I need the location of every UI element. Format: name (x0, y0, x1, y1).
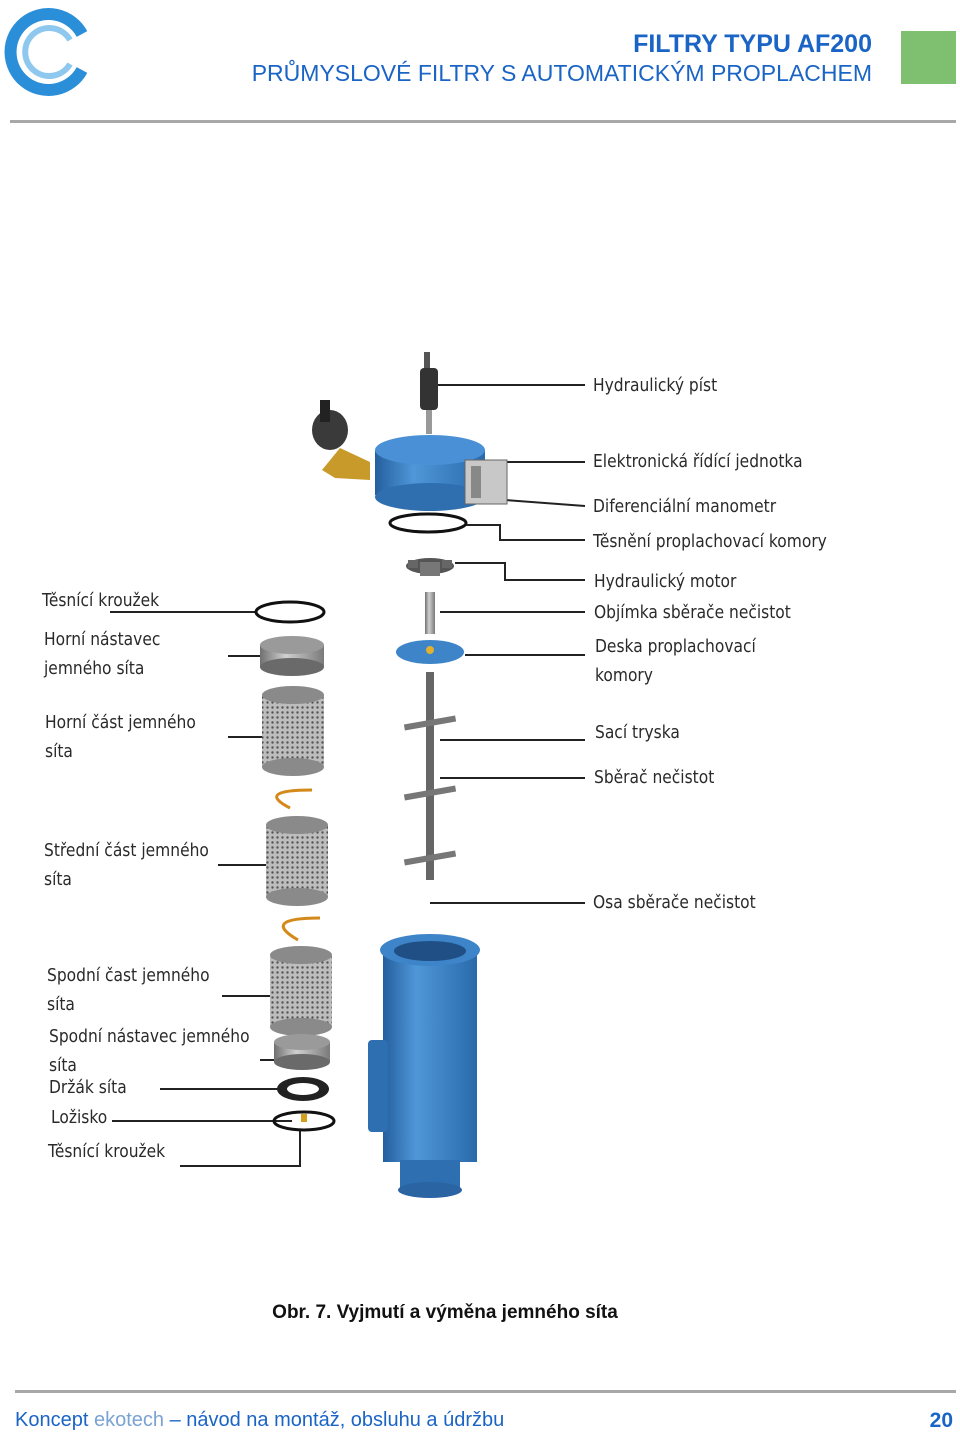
label-collector-axis: Osa sběrače nečistot (593, 892, 756, 913)
page-number: 20 (929, 1409, 953, 1432)
label-lower-screen: Spodní čast jemného (47, 965, 210, 986)
company-logo (4, 8, 88, 96)
top-screen-adapter-part (260, 636, 324, 676)
label-dirt-collector: Sběrač nečistot (594, 767, 715, 788)
label-middle-screen: Střední část jemného (44, 840, 209, 861)
flushing-plate-part (396, 640, 464, 664)
footer-text: Koncept ekotech – návod na montáž, obslu… (15, 1409, 504, 1432)
filter-housing-part (368, 934, 480, 1198)
label-hydraulic-piston: Hydraulický píst (593, 375, 718, 396)
label-top-adapter-line2: jemného síta (44, 658, 145, 679)
label-control-unit: Elektronická řídící jednotka (593, 451, 803, 472)
label-screen-holder: Držák síta (49, 1077, 127, 1098)
top-cover-part (312, 400, 508, 511)
label-flushing-plate: Deska proplachovací (595, 636, 756, 657)
flush-chamber-seal-part (388, 512, 468, 534)
lower-screen-part (270, 946, 332, 1036)
rotate-arrow-1 (275, 788, 313, 810)
label-lower-screen-line2: síta (47, 994, 75, 1015)
dirt-collector-part (403, 672, 457, 880)
filter-exploded-diagram (110, 352, 586, 1198)
header-title: FILTRY TYPU AF200 (633, 30, 872, 58)
screen-holder-part (277, 1077, 329, 1101)
sealing-ring-top-part (254, 600, 326, 624)
hydraulic-piston-part (420, 352, 438, 434)
footer-brand-accent: ekotech (93, 1409, 165, 1431)
label-suction-nozzle: Sací tryska (595, 722, 680, 743)
leader-lines-left (110, 611, 301, 1167)
label-hydraulic-motor: Hydraulický motor (594, 571, 737, 592)
label-bottom-adapter: Spodní nástavec jemného (49, 1026, 250, 1047)
label-upper-screen-line2: síta (45, 741, 73, 762)
figure-caption: Obr. 7. Vyjmutí a výměna jemného síta (272, 1302, 618, 1323)
hydraulic-motor-part (406, 558, 454, 576)
label-middle-screen-line2: síta (44, 869, 72, 890)
header-subtitle: PRŮMYSLOVÉ FILTRY S AUTOMATICKÝM PROPLAC… (251, 60, 872, 86)
label-upper-screen: Horní část jemného (45, 712, 196, 733)
leader-lines-right (430, 384, 586, 904)
middle-screen-part (266, 816, 328, 906)
sealing-ring-bottom-part (272, 1110, 336, 1132)
footer-brand: Koncept (15, 1409, 89, 1431)
label-top-adapter: Horní nástavec (44, 629, 161, 650)
bottom-screen-adapter-part (274, 1034, 330, 1070)
label-bearing: Ložisko (51, 1107, 108, 1128)
label-bottom-adapter-line2: síta (49, 1055, 77, 1076)
header-divider (10, 120, 956, 123)
label-flush-chamber-seal: Těsnění proplachovací komory (593, 531, 827, 552)
rotate-arrow-2 (282, 916, 321, 942)
label-flushing-plate-line2: komory (595, 665, 653, 686)
label-sealing-ring-top: Těsnící kroužek (42, 590, 160, 611)
bearing-part (301, 1114, 307, 1122)
label-collector-sleeve: Objímka sběrače nečistot (594, 602, 791, 623)
footer-divider (15, 1390, 956, 1393)
label-sealing-ring-bottom: Těsnící kroužek (48, 1141, 166, 1162)
footer-description: – návod na montáž, obsluhu a údržbu (169, 1409, 505, 1431)
header-accent-square (901, 31, 956, 84)
upper-screen-part (262, 686, 324, 776)
label-differential-manometer: Diferenciální manometr (593, 496, 777, 517)
collector-sleeve-part (425, 592, 435, 634)
